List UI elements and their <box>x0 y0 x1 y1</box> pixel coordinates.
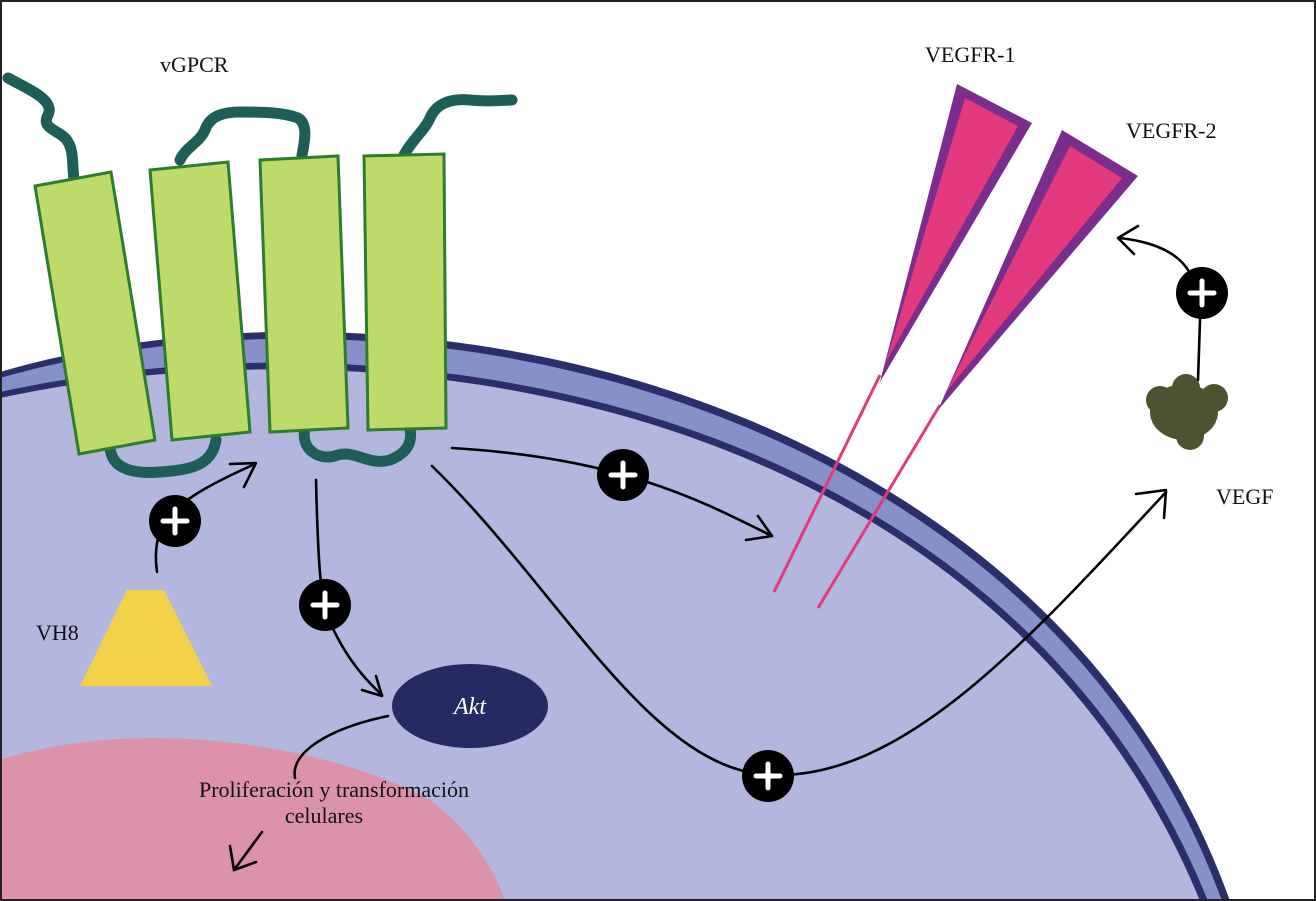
intracellular-loop-2 <box>298 422 417 467</box>
extracellular-loop-2 <box>174 106 311 166</box>
arrow-vegf-to-vegfr2-head <box>1116 224 1140 256</box>
arrow-vgpcr-to-akt-head <box>360 674 384 698</box>
vegfr2-receptor <box>938 130 1138 410</box>
label-vgpcr: vGPCR <box>160 52 229 77</box>
plus-icon <box>299 579 351 631</box>
label-vegfr2: VEGFR-2 <box>1126 118 1216 143</box>
arrow-vh8-to-vgpcr-head <box>228 461 258 489</box>
nucleus <box>0 738 505 901</box>
arrow-proliferation-to-nucleus-head <box>228 844 258 872</box>
label-proliferation-line2: celulares <box>285 803 363 828</box>
plus-icon <box>1176 267 1228 319</box>
helix-3 <box>258 154 350 434</box>
arrow-vgpcr-to-vegf-head <box>1134 488 1168 520</box>
plus-icon <box>742 750 794 802</box>
plus-icon <box>149 495 201 547</box>
helix-1 <box>33 170 157 456</box>
vegf-ligand <box>1146 374 1228 450</box>
vegfr1-stalk <box>772 374 882 593</box>
extracellular-loop-cterm <box>398 94 518 161</box>
helix-2 <box>148 160 252 442</box>
arrow-akt-to-proliferation <box>293 714 390 780</box>
arrow-proliferation-to-nucleus <box>232 830 264 872</box>
vegfr1-receptor <box>880 84 1032 382</box>
label-proliferation-line1: Proliferación y transformación <box>199 777 469 802</box>
helix-4 <box>362 152 448 432</box>
label-vh8: VH8 <box>36 620 79 645</box>
vh8-shape <box>80 590 212 686</box>
plus-icon <box>597 449 649 501</box>
intracellular-loop-1 <box>104 434 222 478</box>
label-vegfr1: VEGFR-1 <box>925 42 1015 67</box>
label-vegf: VEGF <box>1216 484 1273 509</box>
vgpcr-receptor <box>33 152 448 456</box>
akt-node <box>392 664 548 748</box>
akt-label: Akt <box>452 694 487 720</box>
arrow-vgpcr-to-vegfr-head <box>744 514 774 542</box>
vegfr2-stalk <box>816 404 942 609</box>
extracellular-loop-nterm <box>2 72 80 186</box>
